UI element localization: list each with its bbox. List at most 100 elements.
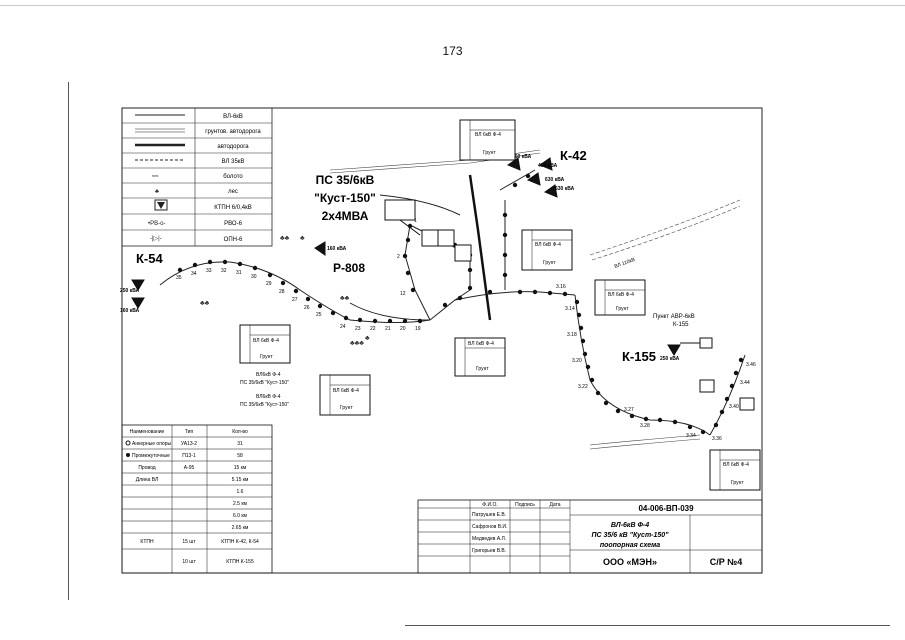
svg-text:32: 32 bbox=[221, 268, 227, 274]
svg-text:3.22: 3.22 bbox=[578, 384, 588, 390]
pole-labels-east: 3.16 3.14 3.18 3.20 3.22 3.27 3.28 3.34 … bbox=[556, 284, 756, 442]
callout-6: ВЛ 6кВ Ф-4 Грунт bbox=[319, 374, 371, 416]
svg-text:Тип: Тип bbox=[185, 429, 194, 435]
forest-marks: ♣♣♣ ♣♣♣♣♣ ♣♣♣ bbox=[200, 235, 370, 347]
svg-text:Наименование: Наименование bbox=[130, 429, 165, 435]
callout-4: ВЛ 6кВ Ф-4 Грунт bbox=[239, 324, 291, 364]
svg-text:3.36: 3.36 bbox=[712, 436, 722, 442]
svg-text:1.6: 1.6 bbox=[237, 489, 244, 495]
svg-text:3.16: 3.16 bbox=[556, 284, 566, 290]
title-line-1: ВЛ-6кВ Ф-4 bbox=[611, 522, 649, 529]
svg-text:35: 35 bbox=[176, 275, 182, 281]
sheet-bottom-edge bbox=[405, 625, 890, 626]
legend-row-7: КТПН 6/0,4кВ bbox=[214, 205, 251, 211]
svg-text:♣: ♣ bbox=[300, 235, 305, 242]
svg-text:3.27: 3.27 bbox=[624, 407, 634, 413]
transformer-icons bbox=[131, 157, 681, 356]
svg-text:КТПН: КТПН bbox=[140, 539, 154, 545]
sheet-top-edge bbox=[0, 5, 905, 6]
svg-text:400 кВА: 400 кВА bbox=[538, 163, 558, 169]
pole-labels-west: 35 34 33 32 31 30 29 28 27 26 25 24 23 2… bbox=[176, 218, 421, 332]
substation-title: ПС 35/6кВ "Куст-150" 2х4МВА bbox=[314, 173, 376, 223]
svg-text:160 кВА: 160 кВА bbox=[120, 308, 140, 314]
feeder-notes: ВЛ6кВ Ф-4 ПС 35/6кВ "Куст-150" ВЛ6кВ Ф-4… bbox=[240, 372, 289, 408]
svg-text:2.5 км: 2.5 км bbox=[233, 501, 248, 507]
svg-text:Сафронов В.И.: Сафронов В.И. bbox=[472, 524, 507, 530]
svg-text:♣: ♣ bbox=[155, 189, 159, 195]
svg-text:28: 28 bbox=[279, 289, 285, 295]
label-k54: К-54 bbox=[136, 251, 163, 266]
svg-text:Длина ВЛ: Длина ВЛ bbox=[136, 477, 159, 483]
svg-text:24: 24 bbox=[340, 324, 346, 330]
legend-row-9: ОПН-6 bbox=[224, 237, 243, 243]
svg-text:"Куст-150": "Куст-150" bbox=[314, 191, 376, 205]
svg-text:ПС 35/6кВ "Куст-150": ПС 35/6кВ "Куст-150" bbox=[240, 402, 289, 408]
svg-text:29: 29 bbox=[266, 281, 272, 287]
svg-text:Медведев А.Л.: Медведев А.Л. bbox=[472, 536, 506, 542]
svg-text:ВЛ 6кВ Ф-4: ВЛ 6кВ Ф-4 bbox=[475, 132, 501, 138]
svg-text:3.44: 3.44 bbox=[740, 380, 750, 386]
svg-text:34: 34 bbox=[191, 271, 197, 277]
svg-text:Грунт: Грунт bbox=[476, 366, 489, 372]
svg-text:2: 2 bbox=[397, 254, 400, 260]
title-line-2: ПС 35/6 кВ "Куст-150" bbox=[591, 532, 669, 539]
svg-text:♣: ♣ bbox=[365, 335, 370, 342]
svg-text:30: 30 bbox=[251, 274, 257, 280]
svg-text:20: 20 bbox=[400, 326, 406, 332]
title-block: Ф.И.О. Подпись Дата Патрушев Е.В. Сафрон… bbox=[417, 499, 763, 574]
spec-table: Наименование Тип Кол-во Анкерные опоры У… bbox=[121, 424, 273, 574]
svg-text:15 км: 15 км bbox=[234, 465, 247, 471]
svg-text:Грунт: Грунт bbox=[543, 260, 556, 266]
legend-row-5: болото bbox=[223, 174, 243, 180]
svg-text:ВЛ 6кВ Ф-4: ВЛ 6кВ Ф-4 bbox=[723, 462, 749, 468]
svg-text:♣♣♣: ♣♣♣ bbox=[350, 340, 364, 347]
svg-text:ВЛ 6кВ Ф-4: ВЛ 6кВ Ф-4 bbox=[608, 292, 634, 298]
svg-text:Грунт: Грунт bbox=[731, 480, 744, 486]
svg-text:3.34: 3.34 bbox=[686, 433, 696, 439]
svg-text:ПС 35/6кВ: ПС 35/6кВ bbox=[316, 173, 375, 187]
svg-text:Грунт: Грунт bbox=[340, 405, 353, 411]
svg-text:58: 58 bbox=[237, 453, 243, 459]
sheet-left-edge bbox=[68, 82, 69, 600]
svg-text:26: 26 bbox=[304, 305, 310, 311]
svg-text:УА13-2: УА13-2 bbox=[181, 441, 197, 447]
svg-text:23: 23 bbox=[355, 326, 361, 332]
label-avr-point: Пункт АВР-6кВ bbox=[653, 314, 695, 320]
svg-text:•РВ-о-: •РВ-о- bbox=[148, 221, 165, 227]
legend-row-3: автодорога bbox=[217, 144, 249, 150]
legend-row-1: ВЛ-6кВ bbox=[223, 114, 243, 120]
roads bbox=[329, 149, 741, 450]
svg-text:♣♣: ♣♣ bbox=[200, 300, 210, 307]
svg-text:Грунт: Грунт bbox=[616, 306, 629, 312]
label-k155: К-155 bbox=[622, 349, 656, 364]
svg-text:Анкерные опоры: Анкерные опоры bbox=[132, 441, 171, 447]
legend-row-8: РВО-6 bbox=[224, 221, 242, 227]
legend-row-6: лес bbox=[228, 189, 238, 195]
svg-text:Грунт: Грунт bbox=[260, 354, 273, 360]
callout-7: ВЛ 6кВ Ф-4 Грунт bbox=[709, 449, 761, 491]
poles-east bbox=[517, 289, 744, 435]
legend-row-4: ВЛ 35кВ bbox=[222, 159, 245, 165]
org-name: ООО «МЭН» bbox=[603, 557, 657, 567]
svg-text:12: 12 bbox=[400, 291, 406, 297]
callout-3: ВЛ 6кВ Ф-4 Грунт bbox=[594, 279, 646, 316]
svg-text:Дата: Дата bbox=[549, 502, 560, 508]
svg-text:3.28: 3.28 bbox=[640, 423, 650, 429]
svg-text:3.40: 3.40 bbox=[729, 404, 739, 410]
svg-text:♣♣: ♣♣ bbox=[340, 295, 350, 302]
svg-text:Грунт: Грунт bbox=[483, 150, 496, 156]
legend-row-2: грунтов. автодорога bbox=[205, 129, 261, 135]
svg-text:-|▷|-: -|▷|- bbox=[150, 236, 162, 242]
title-line-3: поопорная схема bbox=[600, 542, 660, 549]
vl35-line bbox=[468, 174, 492, 321]
svg-text:630 кВА: 630 кВА bbox=[555, 186, 575, 192]
svg-text:ВЛ 6кВ Ф-4: ВЛ 6кВ Ф-4 bbox=[535, 242, 561, 248]
svg-text:3.20: 3.20 bbox=[572, 358, 582, 364]
svg-text:27: 27 bbox=[292, 297, 298, 303]
svg-text:160 кВА: 160 кВА bbox=[327, 246, 347, 252]
svg-text:250 кВА: 250 кВА bbox=[660, 356, 680, 362]
callout-boxes: ВЛ 6кВ Ф-4 Грунт ВЛ 6кВ Ф-4 Грунт ВЛ 6кВ… bbox=[239, 119, 761, 491]
svg-text:♣♣: ♣♣ bbox=[280, 235, 290, 242]
svg-text:21: 21 bbox=[385, 326, 391, 332]
